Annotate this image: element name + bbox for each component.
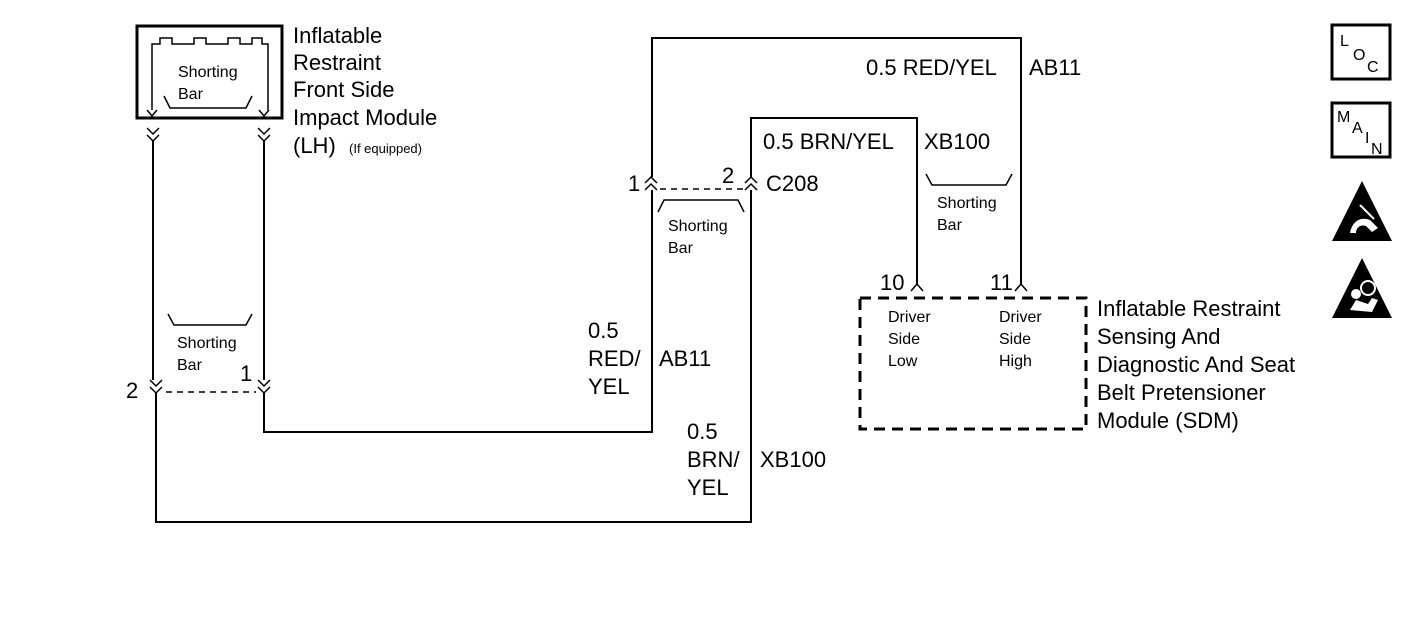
wires xyxy=(152,37,1022,523)
loc-letter-c: C xyxy=(1367,59,1379,76)
wire-labels: 0.5 RED/YEL AB11 0.5 BRN/YEL XB100 0.5 R… xyxy=(588,55,1081,500)
lh-inline-shorting-bar-label-2: Bar xyxy=(177,357,203,374)
connector-chevron-icon xyxy=(644,182,658,191)
lh-module-connector-outline xyxy=(151,37,269,110)
connector-chevron-icon xyxy=(744,182,758,191)
sdm-low-label-1: Driver xyxy=(888,309,931,326)
sdm-low-label-2: Side xyxy=(888,331,920,348)
c208-name: C208 xyxy=(766,171,819,196)
connector-chevron-icon xyxy=(644,175,658,184)
sdm-pin-10: 10 xyxy=(880,270,904,295)
main-letter-i: I xyxy=(1365,130,1369,147)
sdm-pin-10-terminal-icon xyxy=(910,282,924,292)
wire-label-red-yel-lower-3: YEL xyxy=(588,374,630,399)
lh-module-lh-label: (LH) xyxy=(293,133,336,158)
sdm-pin-11-terminal-icon xyxy=(1014,282,1028,292)
airbag-warning-icon[interactable] xyxy=(1332,258,1392,318)
sdm-shorting-bar-label-1: Shorting xyxy=(937,195,997,212)
connector-chevron-icon xyxy=(149,379,163,388)
sdm-high-label-2: Side xyxy=(999,331,1031,348)
esd-warning-icon[interactable] xyxy=(1332,181,1392,241)
lh-inline-shorting-bar-label-1: Shorting xyxy=(177,335,237,352)
lh-inline-shorting-bar-bracket xyxy=(167,313,253,326)
c208-shorting-bar-label-1: Shorting xyxy=(668,218,728,235)
sdm-title-line-2: Sensing And xyxy=(1097,324,1221,349)
c208-pin-2: 2 xyxy=(722,163,734,188)
lh-inline-pin-1: 1 xyxy=(240,361,252,386)
airbag-body xyxy=(1350,298,1378,312)
wire-brn-yel-upper xyxy=(750,117,918,284)
wire-label-red-yel-lower-1: 0.5 xyxy=(588,318,619,343)
sdm-title-line-3: Diagnostic And Seat xyxy=(1097,352,1295,377)
lh-inline-connector: Shorting Bar 2 1 xyxy=(126,313,271,403)
lh-module-title-line-4: Impact Module xyxy=(293,105,437,130)
main-icon-frame xyxy=(1330,101,1392,159)
sdm-high-label-1: Driver xyxy=(999,309,1042,326)
lh-impact-module: Shorting Bar Inflatable Restraint Front … xyxy=(135,23,437,158)
sdm-title-line-1: Inflatable Restraint xyxy=(1097,296,1280,321)
wire-circuit-xb100-top: XB100 xyxy=(924,129,990,154)
airbag-head xyxy=(1351,289,1361,299)
lh-module-title-line-3: Front Side xyxy=(293,77,395,102)
lh-module-shorting-bar-label-2: Bar xyxy=(178,86,204,103)
sdm-module: Shorting Bar 10 11 Driver Side Low Drive… xyxy=(858,173,1295,433)
wire-label-brn-yel-lower-2: BRN/ xyxy=(687,447,740,472)
wire-red-yel-upper xyxy=(651,37,1022,284)
lh-module-terminal-right-icon xyxy=(258,109,270,118)
connector-chevron-icon xyxy=(257,127,271,136)
c208-pin-1: 1 xyxy=(628,171,640,196)
connector-chevron-icon xyxy=(149,386,163,395)
connector-chevron-icon xyxy=(744,175,758,184)
main-letter-m: M xyxy=(1337,109,1350,126)
main-icon[interactable]: M A I N xyxy=(1330,101,1392,159)
sdm-dashed-box xyxy=(858,296,1088,431)
lh-module-shorting-bar-label-1: Shorting xyxy=(178,64,238,81)
sdm-title-line-4: Belt Pretensioner xyxy=(1097,380,1266,405)
sdm-shorting-bar-label-2: Bar xyxy=(937,217,963,234)
c208-shorting-bar-label-2: Bar xyxy=(668,240,694,257)
lh-module-if-equipped: (If equipped) xyxy=(349,141,422,156)
esd-strike xyxy=(1359,204,1375,220)
lh-impact-module-box xyxy=(135,24,284,120)
wire-label-brn-yel-top: 0.5 BRN/YEL xyxy=(763,129,894,154)
loc-letter-l: L xyxy=(1340,33,1349,50)
airbag-bag xyxy=(1360,280,1376,296)
connector-chevron-icon xyxy=(146,134,160,143)
connector-chevron-icon xyxy=(257,379,271,388)
c208-shorting-bar-bracket xyxy=(657,199,745,213)
loc-icon[interactable]: L O C xyxy=(1330,23,1392,81)
loc-icon-frame xyxy=(1330,23,1392,81)
connector-chevron-icon xyxy=(146,127,160,136)
lh-module-terminal-left-icon xyxy=(146,109,158,118)
connector-chevron-icon xyxy=(257,386,271,395)
main-letter-a: A xyxy=(1352,120,1363,137)
lh-inline-pin-2: 2 xyxy=(126,378,138,403)
main-letter-n: N xyxy=(1371,141,1383,158)
wire-brn-yel-lower xyxy=(155,190,752,523)
wire-circuit-xb100-lower: XB100 xyxy=(760,447,826,472)
wire-label-brn-yel-lower-3: YEL xyxy=(687,475,729,500)
lh-module-title-line-2: Restraint xyxy=(293,50,381,75)
esd-triangle xyxy=(1332,181,1392,241)
loc-letter-o: O xyxy=(1353,47,1365,64)
lh-harness-connector-top xyxy=(146,127,271,143)
wire-label-brn-yel-lower-1: 0.5 xyxy=(687,419,718,444)
wire-red-yel-lower xyxy=(263,190,653,433)
lh-module-title-line-1: Inflatable xyxy=(293,23,382,48)
sdm-title-line-5: Module (SDM) xyxy=(1097,408,1239,433)
c208-connector: 1 2 C208 Shorting Bar xyxy=(628,163,819,257)
esd-hand-shape xyxy=(1350,218,1378,233)
connector-chevron-icon xyxy=(257,134,271,143)
sdm-high-label-3: High xyxy=(999,353,1032,370)
sdm-shorting-bar-bracket xyxy=(925,173,1013,186)
sdm-low-label-3: Low xyxy=(888,353,918,370)
wire-label-red-yel-lower-2: RED/ xyxy=(588,346,641,371)
wire-circuit-ab11-lower: AB11 xyxy=(659,346,711,371)
lh-module-shorting-bar-bracket xyxy=(163,95,253,109)
wire-label-red-yel-top: 0.5 RED/YEL xyxy=(866,55,997,80)
sdm-pin-11: 11 xyxy=(990,270,1013,295)
wire-circuit-ab11-top: AB11 xyxy=(1029,55,1081,80)
